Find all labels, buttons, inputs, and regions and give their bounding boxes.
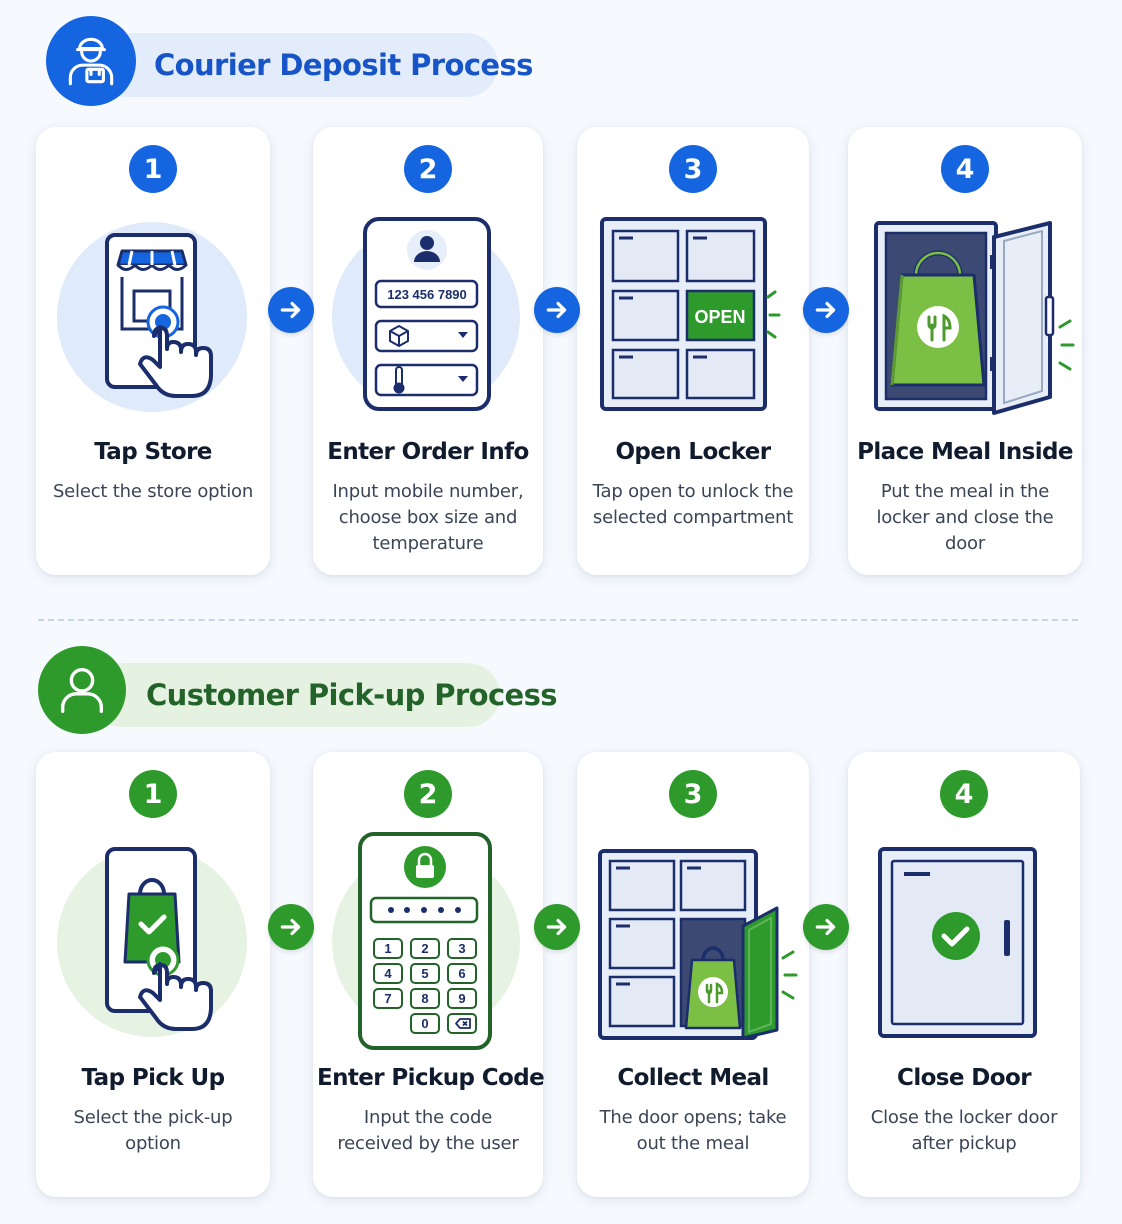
keypad-key: 3: [458, 941, 465, 956]
step-description: Put the meal in the locker and close the…: [876, 481, 1054, 554]
fork-knife-icon: [705, 982, 724, 1004]
flow-arrow: [534, 904, 580, 950]
box-icon: [389, 325, 409, 347]
step-description: The door opens; take out the meal: [599, 1107, 787, 1154]
courier-step-card-1: 1 Tap Store Select the store option: [36, 127, 270, 575]
flow-arrow: [268, 287, 314, 333]
step-number-badge: 1: [129, 145, 177, 193]
step-description: Input the code received by the user: [337, 1107, 519, 1154]
tap-pickup-illustration: [36, 832, 270, 1102]
step-description: Tap open to unlock the selected compartm…: [592, 481, 794, 528]
courier-section-title: Courier Deposit Process: [154, 48, 533, 82]
step-number-badge: 4: [940, 770, 988, 818]
meal-bag-icon: [890, 250, 986, 387]
customer-step-card-4: 4 Close Door Close the locker door after…: [848, 752, 1080, 1197]
courier-icon: [68, 37, 114, 86]
place-meal-illustration: [848, 207, 1082, 477]
courier-step-card-2: 2 123 456 7890 Enter Order Info: [313, 127, 543, 575]
backspace-icon: [455, 1018, 471, 1029]
customer-section-header: Customer Pick-up Process: [90, 663, 558, 727]
open-button-label: OPEN: [694, 307, 745, 327]
keypad-key: 2: [421, 941, 428, 956]
flow-arrow: [268, 904, 314, 950]
step-title: Enter Pickup Code: [317, 1065, 545, 1091]
step-description: Select the store option: [52, 481, 254, 502]
step-number-badge: 2: [404, 770, 452, 818]
tap-hand-icon: [138, 325, 213, 398]
step-title: Open Locker: [615, 439, 771, 465]
step-title: Place Meal Inside: [857, 439, 1073, 465]
step-title: Collect Meal: [617, 1065, 769, 1091]
keypad-key: 5: [421, 966, 428, 981]
keypad-key: 7: [384, 991, 391, 1006]
customer-step-card-3: 3 Collect Meal The door opens: [577, 752, 809, 1197]
flow-arrow: [534, 287, 580, 333]
lock-icon: [404, 846, 446, 888]
close-door-illustration: [848, 832, 1080, 1102]
order-info-illustration: 123 456 7890: [313, 207, 543, 477]
step-description: Close the locker door after pickup: [870, 1107, 1058, 1154]
collect-meal-illustration: [577, 832, 809, 1102]
arrow-right-icon: [280, 918, 301, 936]
flow-arrow: [803, 287, 849, 333]
courier-badge: [46, 16, 136, 106]
courier-section-header: Courier Deposit Process: [96, 33, 533, 97]
tap-store-illustration: [36, 207, 270, 477]
courier-step-card-3: 3 OPEN Open Locker Tap open to unlock th…: [577, 127, 809, 575]
step-title: Tap Pick Up: [81, 1065, 226, 1091]
courier-step-card-4: 4 Place Meal Inside Put t: [848, 127, 1082, 575]
arrow-right-icon: [546, 918, 567, 936]
check-icon: [138, 914, 167, 935]
keypad-key: 1: [384, 941, 391, 956]
tap-hand-icon: [138, 962, 213, 1031]
keypad-key: 0: [421, 1016, 428, 1031]
chevron-down-icon: [458, 332, 468, 338]
arrow-right-icon: [815, 918, 836, 936]
phone-number-field: 123 456 7890: [387, 287, 467, 302]
keypad-key: 6: [458, 966, 465, 981]
step-title: Enter Order Info: [327, 439, 529, 465]
customer-step-card-2: 2 1 2 3 4: [313, 752, 545, 1197]
arrow-right-icon: [280, 301, 301, 319]
step-number-badge: 1: [129, 770, 177, 818]
meal-bag-icon: [684, 946, 742, 1030]
step-title: Close Door: [897, 1065, 1032, 1091]
fork-knife-icon: [927, 313, 952, 342]
thermometer-icon: [393, 366, 405, 394]
flow-arrow: [803, 904, 849, 950]
chevron-down-icon: [458, 376, 468, 382]
customer-section-title: Customer Pick-up Process: [146, 678, 558, 712]
step-description: Input mobile number, choose box size and…: [332, 481, 524, 554]
step-number-badge: 3: [669, 145, 717, 193]
keypad-key: 9: [458, 991, 465, 1006]
pickup-code-illustration: 1 2 3 4 5 6 7 8 9 0: [313, 832, 543, 1102]
step-description: Select the pick-up option: [73, 1107, 233, 1154]
arrow-right-icon: [815, 301, 836, 319]
customer-badge: [38, 646, 126, 734]
arrow-right-icon: [546, 301, 567, 319]
user-icon: [60, 668, 104, 713]
step-number-badge: 3: [669, 770, 717, 818]
section-divider: [38, 619, 1078, 621]
step-number-badge: 4: [941, 145, 989, 193]
step-title: Tap Store: [94, 439, 212, 465]
keypad-key: 4: [384, 966, 392, 981]
profile-icon: [407, 230, 447, 270]
step-number-badge: 2: [404, 145, 452, 193]
keypad-key: 8: [421, 991, 428, 1006]
open-locker-illustration: OPEN: [577, 207, 809, 477]
check-icon: [941, 926, 970, 947]
customer-step-card-1: 1 Tap Pick Up Select the pick-up option: [36, 752, 270, 1197]
